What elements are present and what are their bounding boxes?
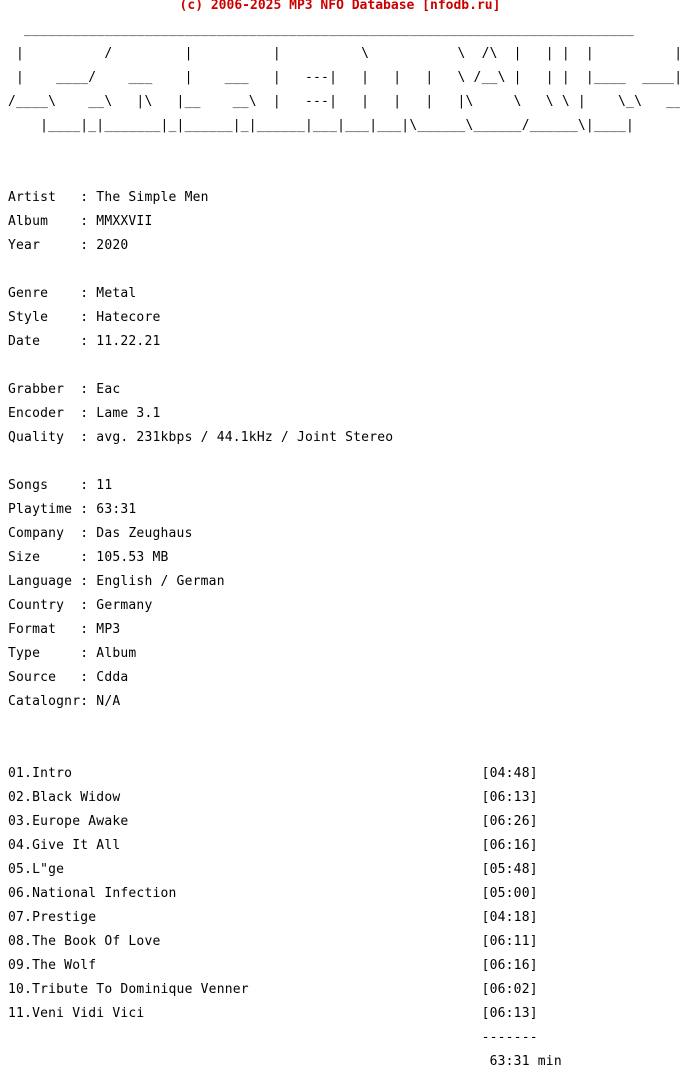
track-line: 11.Veni Vidi Vici [06:13] (8, 1006, 538, 1021)
ascii-logo-line: |____|_|_______|_|______|_|______|___|__… (8, 118, 635, 133)
track-line: 03.Europe Awake [06:26] (8, 814, 538, 829)
info-line-album: Album : MMXXVII (8, 214, 153, 229)
site-header: (c) 2006-2025 MP3 NFO Database [nfodb.ru… (179, 0, 501, 13)
info-line-artist: Artist : The Simple Men (8, 190, 209, 205)
info-line-encoder: Encoder : Lame 3.1 (8, 406, 161, 421)
info-line-size: Size : 105.53 MB (8, 550, 169, 565)
info-line-language: Language : English / German (8, 574, 225, 589)
track-line: 10.Tribute To Dominique Venner [06:02] (8, 982, 538, 997)
ascii-logo-line: ________________________________________… (8, 22, 635, 37)
info-line-playtime: Playtime : 63:31 (8, 502, 137, 517)
info-line-style: Style : Hatecore (8, 310, 161, 325)
spacer (8, 720, 680, 732)
ascii-logo-line: | ____/ ___ | ___ | ---| | | | \ /__\ | … (8, 70, 680, 85)
track-line: 09.The Wolf [06:16] (8, 958, 538, 973)
spacer (8, 264, 680, 276)
spacer (8, 456, 680, 468)
info-line-year: Year : 2020 (8, 238, 129, 253)
ascii-logo-line: | / | | \ \ /\ | | | | | (8, 46, 680, 61)
spacer (8, 144, 680, 156)
track-line: 06.National Infection [05:00] (8, 886, 538, 901)
info-line-catalognr: Catalognr: N/A (8, 694, 121, 709)
track-line: 08.The Book Of Love [06:11] (8, 934, 538, 949)
info-line-source: Source : Cdda (8, 670, 129, 685)
info-line-songs: Songs : 11 (8, 478, 113, 493)
spacer (8, 168, 680, 180)
track-line: 04.Give It All [06:16] (8, 838, 538, 853)
info-line-grabber: Grabber : Eac (8, 382, 121, 397)
track-line: 05.L"ge [05:48] (8, 862, 538, 877)
info-line-date: Date : 11.22.21 (8, 334, 161, 349)
info-line-country: Country : Germany (8, 598, 153, 613)
info-line-type: Type : Album (8, 646, 137, 661)
total-divider: ------- (8, 1030, 538, 1045)
spacer (8, 360, 680, 372)
spacer (8, 744, 680, 756)
info-line-genre: Genre : Metal (8, 286, 137, 301)
nfo-text: ________________________________________… (8, 22, 680, 1080)
ascii-logo-line: /____\ __\ |\ |__ __\ | ---| | | | |\ \ … (8, 94, 680, 109)
track-line: 07.Prestige [04:18] (8, 910, 538, 925)
info-line-quality: Quality : avg. 231kbps / 44.1kHz / Joint… (8, 430, 394, 445)
track-line: 02.Black Widow [06:13] (8, 790, 538, 805)
info-line-format: Format : MP3 (8, 622, 121, 637)
info-line-company: Company : Das Zeughaus (8, 526, 193, 541)
total-playtime: 63:31 min (8, 1054, 562, 1069)
track-line: 01.Intro [04:48] (8, 766, 538, 781)
